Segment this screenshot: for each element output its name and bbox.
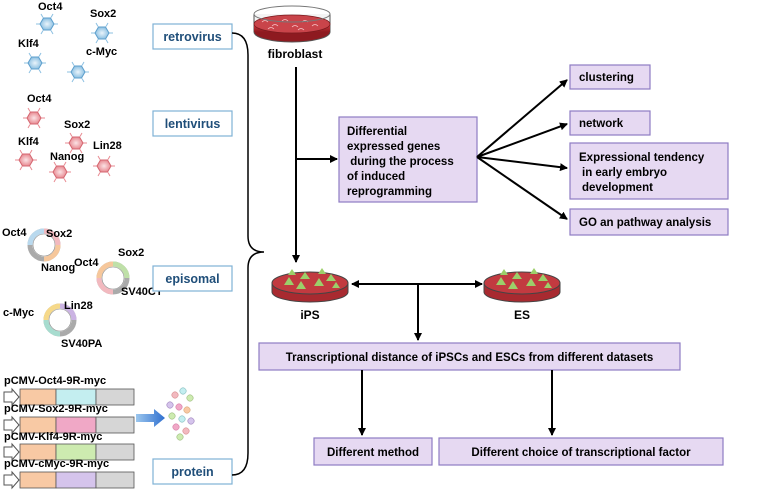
differential-line-4: of induced <box>347 171 405 183</box>
episomal-plasmids: Oct4 Sox2 Nanog Oct4 Sox2 SV40CT c-Myc L… <box>2 227 163 350</box>
differential-line-5: reprogramming <box>347 186 432 198</box>
retro-factor-sox2: Sox2 <box>90 8 116 20</box>
analysis-go-label: GO an pathway analysis <box>579 217 711 229</box>
method-retrovirus-label: retrovirus <box>163 30 221 44</box>
method-lentivirus: lentivirus <box>152 110 233 137</box>
analysis-clustering-label: clustering <box>579 72 634 84</box>
construct-sox2-bar <box>3 416 135 434</box>
fibroblast-dish-icon <box>253 5 331 43</box>
retro-factor-oct4: Oct4 <box>38 1 63 13</box>
retrovirus-factors: Oct4 Sox2 Klf4 c-Myc <box>18 1 117 83</box>
outcome-factor-label: Different choice of transcriptional fact… <box>471 447 691 459</box>
analysis-network-label: network <box>579 118 624 130</box>
red-molecule-icon <box>48 161 72 183</box>
differential-line-3: during the process <box>347 156 454 168</box>
outcome-factor-box: Different choice of transcriptional fact… <box>438 437 724 466</box>
differential-line-2: expressed genes <box>347 141 440 153</box>
ips-dish-icon <box>271 268 349 303</box>
p1-nanog: Nanog <box>41 262 75 274</box>
p3-lin28: Lin28 <box>64 300 93 312</box>
p3-cmyc: c-Myc <box>3 307 34 319</box>
protein-particles-icon <box>166 387 195 441</box>
differential-line-1: Differential <box>347 126 407 138</box>
plasmid-2-icon <box>96 261 130 295</box>
outcome-method-label: Different method <box>327 447 419 459</box>
method-episomal-label: episomal <box>165 272 219 286</box>
p1-sox2: Sox2 <box>46 228 72 240</box>
es-label: ES <box>514 308 530 322</box>
red-molecule-icon <box>92 155 116 177</box>
method-episomal: episomal <box>152 265 233 292</box>
analysis-tendency-line-1: Expressional tendency <box>579 152 705 164</box>
ips-label: iPS <box>300 308 319 322</box>
p2-oct4: Oct4 <box>74 257 99 269</box>
construct-klf4-label: pCMV-Klf4-9R-myc <box>4 431 102 443</box>
es-dish-icon <box>483 268 561 303</box>
blue-molecule-icon <box>35 13 59 35</box>
lentivirus-factors: Oct4 Sox2 Klf4 Nanog Lin28 <box>14 93 122 183</box>
differential-genes-box: Differential expressed genes during the … <box>338 116 478 203</box>
arrow-to-tendency <box>476 156 568 172</box>
lenti-factor-klf4: Klf4 <box>18 136 40 148</box>
protein-constructs: pCMV-Oct4-9R-myc pCMV-Sox2-9R-myc pCMV-K… <box>3 375 135 489</box>
red-molecule-icon <box>64 132 88 154</box>
method-lentivirus-label: lentivirus <box>165 117 221 131</box>
analysis-go-box: GO an pathway analysis <box>569 208 729 236</box>
method-brace <box>231 32 265 476</box>
construct-cmyc-bar <box>3 471 135 489</box>
analysis-clustering-box: clustering <box>569 64 651 90</box>
blue-molecule-icon <box>66 61 90 83</box>
construct-oct4-label: pCMV-Oct4-9R-myc <box>4 375 106 387</box>
analysis-tendency-box: Expressional tendency in early embryo de… <box>569 142 729 200</box>
method-retrovirus: retrovirus <box>152 23 233 50</box>
fibroblast-label: fibroblast <box>268 47 323 61</box>
protein-delivery-arrow-icon <box>136 409 165 427</box>
transcriptional-distance-box: Transcriptional distance of iPSCs and ES… <box>258 342 681 371</box>
transcriptional-distance-label: Transcriptional distance of iPSCs and ES… <box>286 352 653 364</box>
analysis-tendency-line-3: development <box>582 182 653 194</box>
p1-oct4: Oct4 <box>2 227 27 239</box>
red-molecule-icon <box>14 149 38 171</box>
construct-sox2-label: pCMV-Sox2-9R-myc <box>4 403 108 415</box>
blue-molecule-icon <box>23 52 47 74</box>
plasmid-3-icon <box>43 303 77 337</box>
blue-molecule-icon <box>90 22 114 44</box>
arrow-to-clustering <box>476 79 568 158</box>
promoter-arrow-icon <box>3 471 20 489</box>
construct-oct4-bar <box>3 388 135 406</box>
arrow-to-network <box>476 122 568 158</box>
red-molecule-icon <box>22 107 46 129</box>
construct-klf4-bar <box>3 443 135 461</box>
arrow-to-go <box>476 156 568 220</box>
method-protein: protein <box>152 458 233 485</box>
lenti-factor-sox2: Sox2 <box>64 119 90 131</box>
retro-factor-klf4: Klf4 <box>18 38 40 50</box>
construct-cmyc-label: pCMV-cMyc-9R-myc <box>4 458 109 470</box>
retro-factor-cmyc: c-Myc <box>86 46 117 58</box>
p3-sv40pa: SV40PA <box>61 338 102 350</box>
outcome-method-box: Different method <box>313 437 433 466</box>
plasmid-1-icon <box>27 228 61 262</box>
method-protein-label: protein <box>171 465 213 479</box>
lenti-factor-oct4: Oct4 <box>27 93 52 105</box>
lenti-factor-nanog: Nanog <box>50 151 84 163</box>
analysis-tendency-line-2: in early embryo <box>582 167 667 179</box>
p2-sv40ct: SV40CT <box>121 286 163 298</box>
p2-sox2: Sox2 <box>118 247 144 259</box>
lenti-factor-lin28: Lin28 <box>93 140 122 152</box>
analysis-network-box: network <box>569 110 651 136</box>
